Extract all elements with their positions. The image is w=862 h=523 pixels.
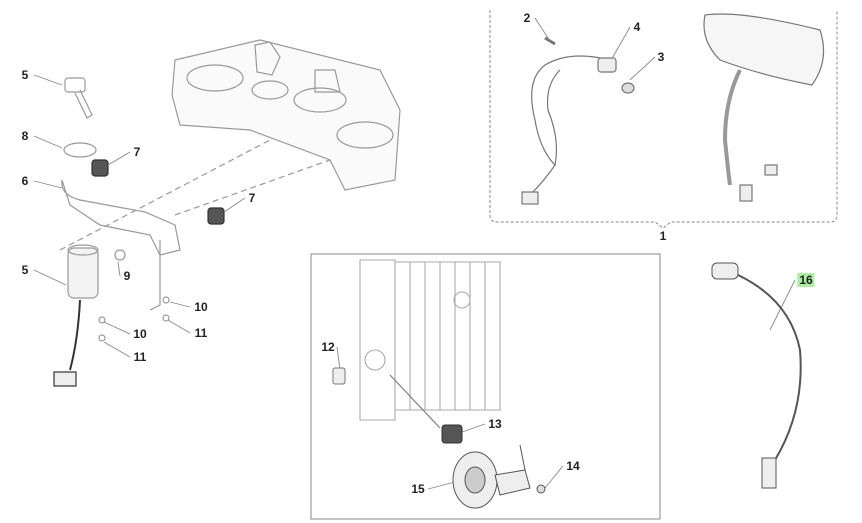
speed-sensor-harness	[521, 36, 635, 205]
instrument-cluster	[703, 13, 825, 202]
horn	[452, 444, 531, 509]
part-label-1: 1	[659, 229, 667, 243]
part-label-5-key: 5	[21, 68, 29, 82]
screw	[536, 484, 546, 494]
part-label-16-highlighted[interactable]: 16	[797, 273, 815, 287]
part-label-13: 13	[488, 417, 502, 431]
part-label-4: 4	[633, 20, 641, 34]
part-label-6: 6	[21, 174, 29, 188]
horn-detail-box	[310, 253, 661, 520]
part-label-12: 12	[321, 340, 335, 354]
cable-16	[711, 262, 802, 489]
rubber-mount	[441, 424, 463, 444]
part-label-5-switch: 5	[21, 263, 29, 277]
part-label-11b: 11	[133, 350, 147, 364]
bracket	[61, 179, 181, 256]
part-label-3: 3	[657, 50, 665, 64]
part-label-11a: 11	[194, 326, 208, 340]
part-label-10b: 10	[133, 327, 147, 341]
spacer	[332, 367, 346, 385]
part-label-8: 8	[21, 129, 29, 143]
rubber-bush	[207, 207, 225, 225]
kit-bracket-1	[489, 10, 838, 229]
part-label-7a: 7	[133, 145, 141, 159]
part-label-9: 9	[123, 269, 131, 283]
ignition-switch	[53, 244, 99, 387]
part-label-7b: 7	[248, 191, 256, 205]
part-label-15: 15	[411, 482, 425, 496]
rubber-bush	[91, 159, 109, 177]
washer-ring	[63, 142, 97, 158]
triple-clamp	[171, 39, 401, 191]
part-label-10a: 10	[194, 300, 208, 314]
part-label-2: 2	[523, 11, 531, 25]
key	[64, 77, 93, 119]
part-label-14: 14	[566, 459, 580, 473]
